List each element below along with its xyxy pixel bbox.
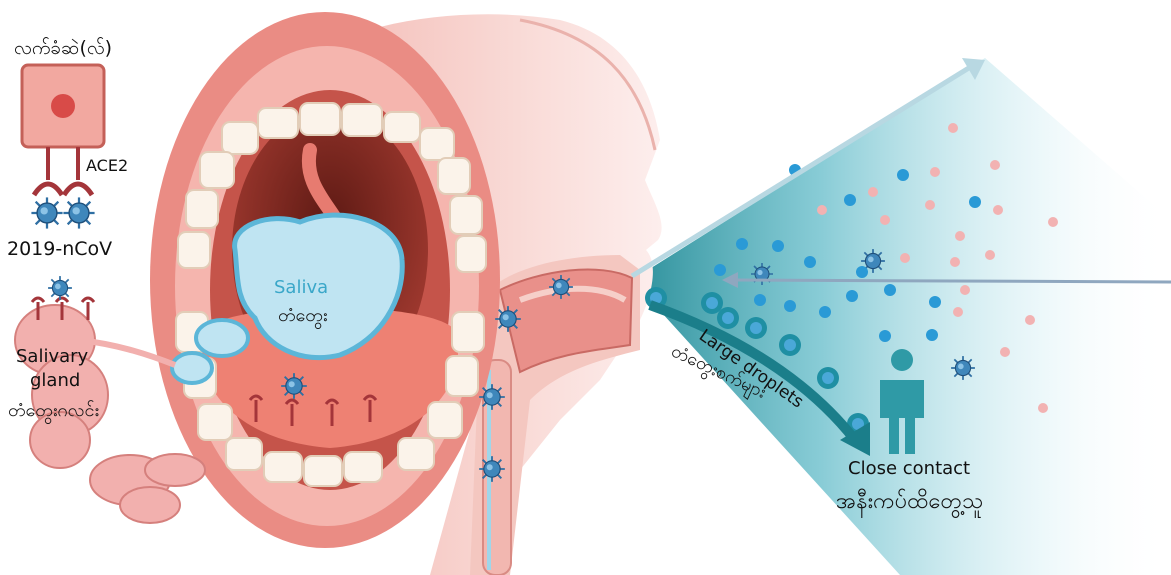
virus-icon	[281, 373, 307, 399]
gland-en-label-1: Salivary	[16, 346, 88, 367]
virus-icon	[549, 275, 573, 299]
cell-label: လက်ခံဆဲ(လ်)	[14, 36, 112, 64]
saliva-droplet-1	[196, 320, 248, 356]
virus-icon	[48, 276, 72, 300]
gland-en-label-2: gland	[30, 370, 80, 391]
saliva-my-label: တံတွေး	[278, 303, 327, 330]
ace2-label: ACE2	[86, 156, 128, 175]
cell-nucleus	[51, 94, 75, 118]
virus-icon	[951, 356, 975, 380]
virus-icon	[479, 384, 505, 410]
virus-icon	[495, 306, 521, 332]
ace2-receptor-1	[34, 184, 62, 195]
virus-icon	[751, 263, 773, 285]
virus-icon	[63, 197, 94, 228]
saliva-droplet-2	[172, 353, 212, 383]
incoming-arrow	[735, 280, 1171, 282]
virus-icon	[31, 197, 62, 228]
close-contact-en-label: Close contact	[848, 458, 970, 479]
saliva-en-label: Saliva	[274, 277, 328, 298]
ace2-receptor-2	[64, 184, 92, 195]
virus-icon	[479, 456, 505, 482]
virus-name-label: 2019-nCoV	[7, 238, 112, 260]
close-contact-my-label: အနီးကပ်ထိတွေ့သူ	[836, 486, 983, 519]
gland-my-label: တံတွေးဂလင်း	[8, 398, 99, 425]
